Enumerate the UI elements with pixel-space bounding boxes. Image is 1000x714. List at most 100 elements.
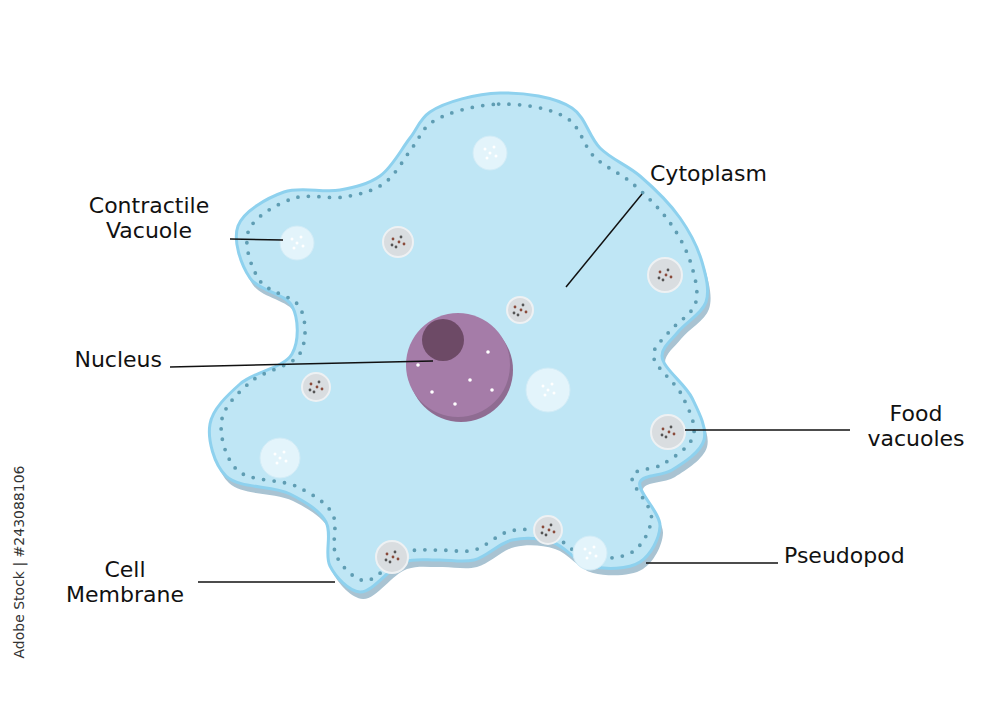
vacuole-dot [493, 146, 496, 149]
food-particle [392, 556, 395, 559]
food-vacuoles [302, 227, 685, 573]
vacuole-circle [280, 226, 314, 260]
leader-line [198, 581, 335, 583]
contractile-vacuole [260, 438, 300, 478]
food-vacuole [648, 258, 682, 292]
vacuole-dot [589, 552, 592, 555]
nucleolus [422, 319, 464, 361]
vacuole-dot [484, 148, 487, 151]
nucleus-dot [490, 388, 494, 392]
vacuole-dot [551, 383, 554, 386]
membrane-dots [221, 104, 697, 581]
vacuole-circle [383, 227, 413, 257]
food-particle [525, 311, 528, 314]
contractile-vacuole [473, 136, 507, 170]
part-label: Cytoplasm [650, 161, 767, 186]
vacuole-dot [283, 451, 286, 454]
food-particle [513, 312, 516, 315]
food-particle [514, 306, 517, 309]
food-particle [386, 553, 389, 556]
food-particle [541, 532, 544, 535]
food-vacuole [376, 541, 408, 573]
nucleus-dot [486, 350, 490, 354]
vacuole-dot [486, 157, 489, 160]
food-particle [392, 238, 395, 241]
watermark: Adobe Stock | #243088106 [10, 466, 26, 659]
food-particle [318, 381, 321, 384]
food-particle [522, 304, 525, 307]
food-particle [553, 531, 556, 534]
food-particle [517, 314, 520, 317]
nucleus-dot [468, 378, 472, 382]
food-particle [548, 529, 551, 532]
food-particle [662, 279, 665, 282]
leader-line [685, 429, 850, 431]
vacuole-circle [526, 368, 570, 412]
vacuole-dot [291, 238, 294, 241]
food-particle [403, 243, 406, 246]
part-label: Pseudopod [784, 543, 905, 568]
nucleus-dot [430, 390, 434, 394]
food-particle [389, 561, 392, 564]
food-particle [665, 436, 668, 439]
vacuole-circle [260, 438, 300, 478]
food-particle [398, 241, 401, 244]
food-particle [661, 434, 664, 437]
food-particle [550, 524, 553, 527]
vacuole-dot [595, 555, 598, 558]
vacuole-dot [584, 548, 587, 551]
food-particle [665, 274, 668, 277]
part-label: Contractile Vacuole [74, 193, 224, 244]
leader-line [230, 239, 283, 240]
vacuole-dot [276, 462, 279, 465]
vacuole-circle [651, 415, 685, 449]
nucleus [406, 313, 510, 417]
vacuole-dot [274, 453, 277, 456]
food-particle [545, 534, 548, 537]
vacuole-circle [534, 516, 562, 544]
food-particle [658, 277, 661, 280]
contractile-vacuoles [260, 136, 607, 570]
food-vacuole [534, 516, 562, 544]
vacuole-dot [279, 457, 282, 460]
vacuole-dot [489, 152, 492, 155]
vacuole-dot [293, 247, 296, 250]
food-particle [316, 386, 319, 389]
vacuole-dot [586, 557, 589, 560]
food-particle [395, 246, 398, 249]
vacuole-dot [542, 385, 545, 388]
food-particle [400, 236, 403, 239]
food-vacuole [383, 227, 413, 257]
food-particle [385, 559, 388, 562]
nucleus-dot [453, 402, 457, 406]
food-particle [394, 551, 397, 554]
food-particle [397, 558, 400, 561]
food-particle [310, 383, 313, 386]
vacuole-circle [573, 536, 607, 570]
vacuole-circle [648, 258, 682, 292]
food-vacuole [302, 373, 330, 401]
food-particle [313, 391, 316, 394]
nucleus-dot [416, 363, 420, 367]
vacuole-dot [296, 242, 299, 245]
part-label: Food vacuoles [856, 401, 976, 452]
part-label: Cell Membrane [60, 557, 190, 608]
vacuole-dot [544, 394, 547, 397]
contractile-vacuole [573, 536, 607, 570]
vacuole-dot [302, 245, 305, 248]
food-particle [667, 269, 670, 272]
food-vacuole [507, 297, 533, 323]
contractile-vacuole [280, 226, 314, 260]
vacuole-circle [473, 136, 507, 170]
vacuole-circle [302, 373, 330, 401]
food-particle [309, 389, 312, 392]
food-particle [520, 309, 523, 312]
food-particle [659, 271, 662, 274]
leader-line [566, 194, 642, 287]
vacuole-circle [507, 297, 533, 323]
vacuole-circle [376, 541, 408, 573]
vacuole-dot [285, 460, 288, 463]
food-particle [662, 428, 665, 431]
food-particle [391, 244, 394, 247]
contractile-vacuole [526, 368, 570, 412]
